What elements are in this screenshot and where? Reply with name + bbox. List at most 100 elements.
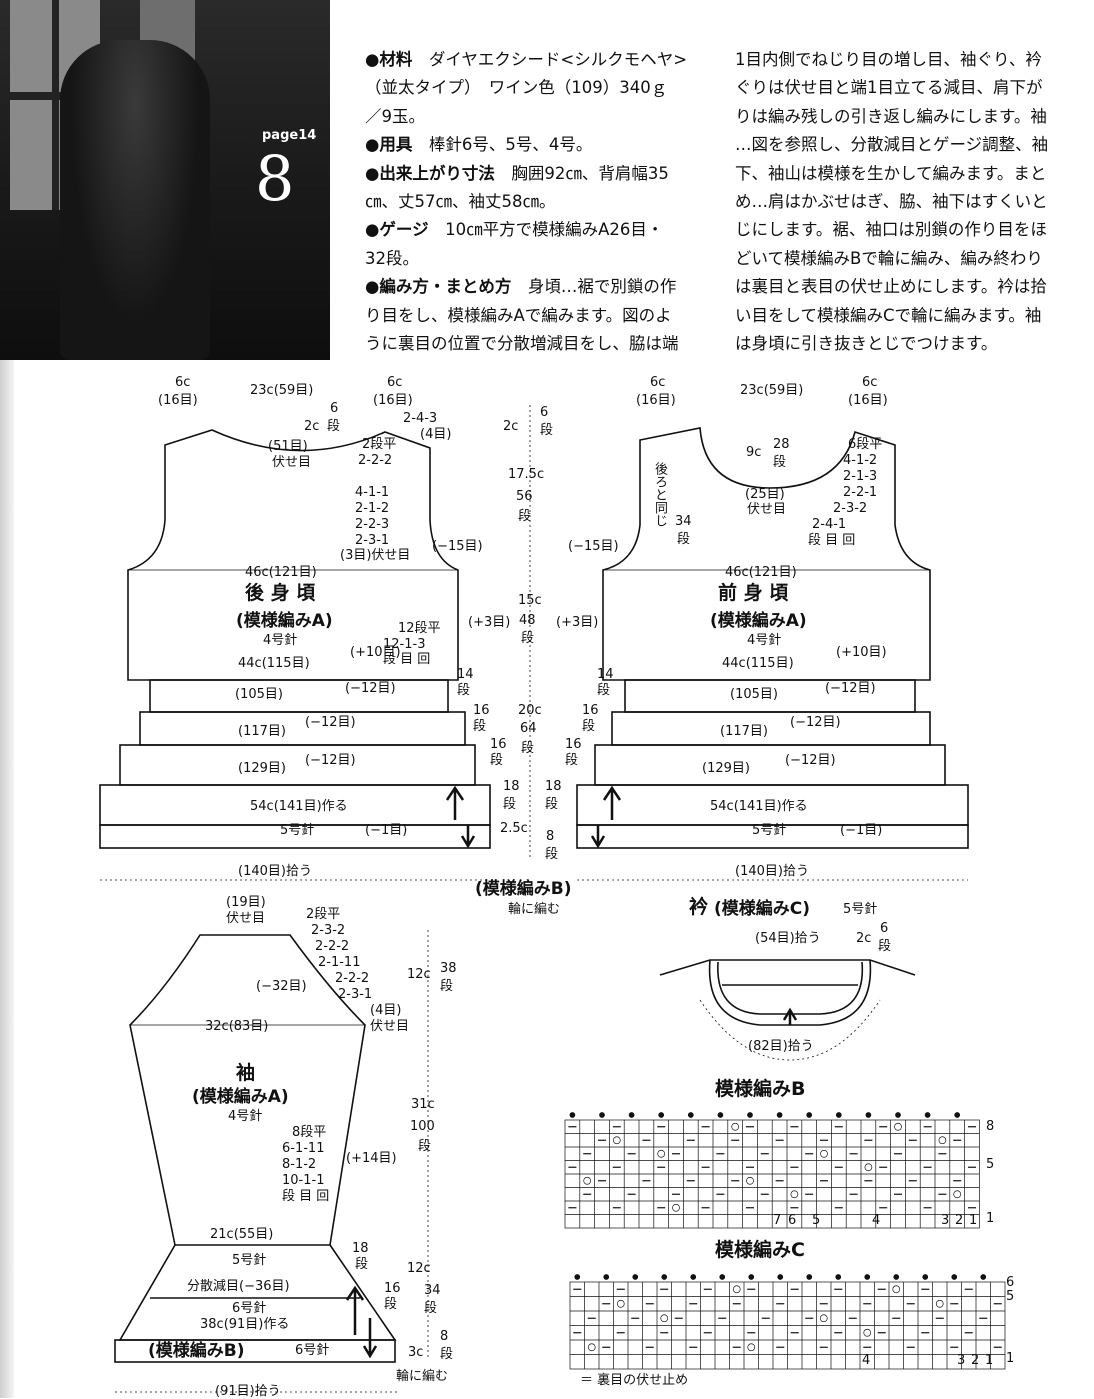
back-body-label: 16 [490,737,507,752]
back-body-label: 段 [327,419,341,434]
bind-off-symbol [980,1274,987,1280]
center-dims-label: 段 [521,741,535,756]
collar-label: (54目)拾う [755,931,821,946]
sleeve-label: 32c(83目) [205,1019,269,1034]
center-dims-label: 2.5c [500,821,528,836]
instruction-line: りは編み残しの引き返し編みにします。袖 [735,106,1047,126]
front-body-label: (117目) [720,724,768,739]
instruction-heading: ●用具 [365,135,413,155]
back-body-label: 16 [473,703,490,718]
pattern-c-chart [569,1274,1006,1370]
charts-label: 7 [773,1213,782,1228]
sleeve-label: 10-1-1 [282,1173,325,1188]
sleeve-label: 21c(55目) [210,1227,274,1242]
back-body-label: 2-4-3 [403,411,438,426]
back-body-label: 4号針 [263,633,298,648]
instruction-heading: ●材料 [365,50,413,69]
front-body-label: 伏せ目 [747,502,787,517]
front-body-label: (−12目) [825,681,876,696]
front-body-label: (129目) [702,761,750,776]
pattern-number: 8 [255,142,295,215]
charts-label: 6 [1006,1275,1015,1290]
charts-label: 6 [788,1213,797,1228]
center-dims-label: 段 [545,797,559,812]
sleeve-label: 8-1-2 [282,1157,317,1172]
sleeve-label: (19目) [226,895,266,910]
instruction-text: 胸囲92㎝、背肩幅35 [494,163,669,183]
center-dims-label: 64 [520,721,537,736]
back-body-label: (−1目) [365,823,408,838]
instruction-heading: ●出来上がり寸法 [365,163,495,183]
center-dims-label: 18 [503,779,520,794]
center-dims-label: 20c [518,703,542,718]
sleeve-label: 2-2-2 [315,939,350,954]
yarn-over-symbol [819,1314,828,1323]
center-dims-label: 段 [521,631,535,646]
front-body-label: 段 目 回 [808,533,856,548]
front-body-label: 段 [597,683,611,698]
instruction-line: は身頃に引き抜きとじでつけます。 [735,334,998,354]
collar-outline [659,959,916,1061]
instruction-line: …図を参照し、分散減目とゲージ調整、袖 [735,135,1049,155]
instruction-text: ダイヤエクシード<シルクモヘヤ> [412,50,688,69]
charts-label: 1 [1006,1351,1015,1366]
front-body-label: (−1目) [840,823,883,838]
charts-label: 3 [941,1213,950,1228]
center-dims-label: (模様編みB) [475,879,572,899]
bind-off-symbol [777,1274,784,1280]
charts-label: 3 [957,1353,966,1368]
bind-off-symbol [835,1112,842,1118]
yarn-over-symbol [731,1122,740,1131]
front-body-label: 6段平 [848,437,883,452]
sleeve-label: 8 [440,1329,449,1344]
front-body-label: (+10目) [836,645,887,660]
center-dims-label: 段 [503,797,517,812]
sleeve-label: 2-2-2 [335,971,370,986]
back-body-label: (3目)伏せ目 [340,548,411,563]
sleeve-label: 38 [440,961,457,976]
front-body-label: (−12目) [790,715,841,730]
instruction-line: ぐりは伏せ目と端1目立てる減目、肩下が [735,78,1043,98]
front-body-label: 段 [582,719,596,734]
front-body-label: 16 [582,703,599,718]
instruction-line: は裏目と表目の伏せ止めにします。衿は拾 [735,277,1047,297]
back-body-label: (16目) [373,393,413,408]
instruction-line: ●編み方・まとめ方 身頃…裾で別鎖の作 [365,273,687,301]
front-body-label: 4号針 [747,633,782,648]
model-figure-image [60,40,210,360]
charts-label: 5 [986,1157,995,1172]
charts-label: 1 [986,1211,995,1226]
sleeve-label: 100 [410,1119,435,1134]
back-body-label: 44c(115目) [238,656,310,671]
sleeve-label: 段 [384,1297,398,1312]
back-body-label: (105目) [235,687,283,702]
yarn-over-symbol [747,1343,756,1352]
front-body-label: (−12目) [785,753,836,768]
front-body-label: (−15目) [568,539,619,554]
front-body-label: 段 [565,753,579,768]
sleeve-label: 輪に編む [396,1369,449,1384]
sleeve-label: (模様編みA) [192,1087,289,1107]
back-body-label: 12-1-3 [383,637,426,652]
bind-off-symbol [717,1112,724,1118]
front-body-label: (105目) [730,687,778,702]
instruction-text: うに裏目の位置で分散増減目をし、脇は端 [365,334,679,354]
bind-off-symbol [951,1274,958,1280]
front-body-label: 23c(59目) [740,383,804,398]
sleeve-label: 8段平 [292,1125,327,1140]
front-body-label: 2-1-3 [843,469,878,484]
front-body-label: 44c(115目) [722,656,794,671]
back-body-label: (117目) [238,724,286,739]
front-body-label: 段 [773,455,787,470]
instruction-text: 32段。 [365,248,419,268]
back-body-label: 4-1-1 [355,485,390,500]
yarn-over-symbol [616,1299,625,1308]
bind-off-symbol [924,1112,931,1118]
yarn-over-symbol [864,1163,873,1172]
sleeve-label: 袖 [236,1062,256,1084]
yarn-over-symbol [820,1149,828,1158]
yarn-over-symbol [938,1136,947,1145]
collar-label: 段 [878,939,892,954]
yarn-over-symbol [732,1285,741,1294]
